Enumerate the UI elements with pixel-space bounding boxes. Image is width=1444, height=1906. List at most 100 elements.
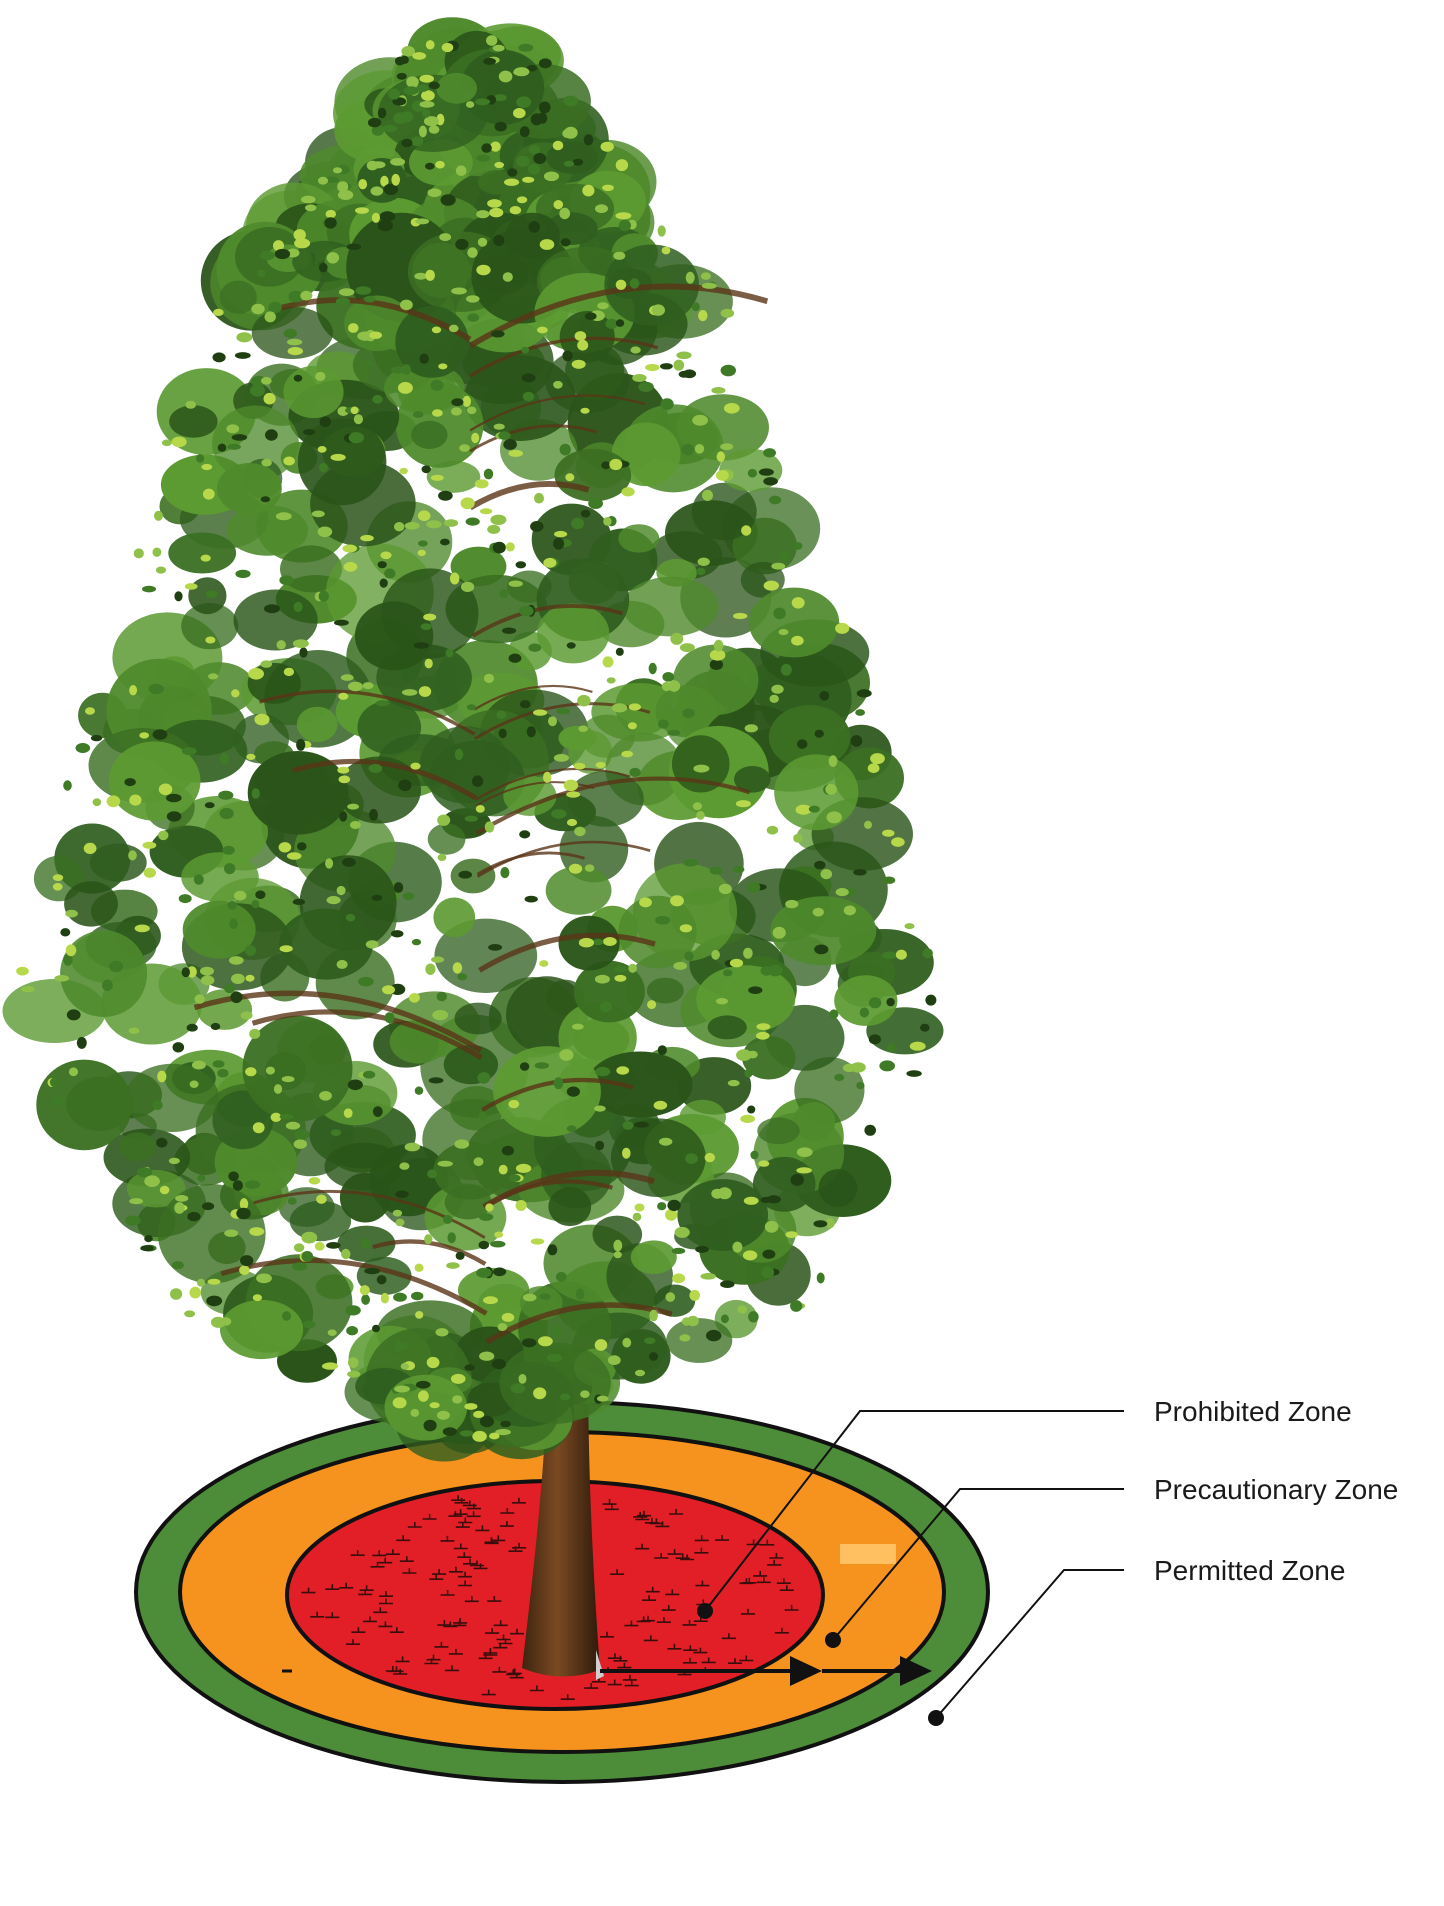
leaf	[887, 1043, 896, 1052]
leaf	[441, 194, 456, 206]
leaf	[425, 659, 433, 669]
leaf	[282, 1311, 291, 1320]
leaf	[857, 689, 872, 697]
leaf	[595, 204, 608, 213]
leaf	[378, 108, 386, 119]
leaf	[556, 1272, 567, 1282]
leaf	[395, 1191, 409, 1198]
leaf	[616, 159, 628, 171]
leaf	[476, 265, 490, 276]
leaf	[437, 815, 450, 826]
leaf	[491, 330, 505, 337]
leaf	[758, 1160, 769, 1166]
leaf	[294, 602, 303, 612]
leaf	[819, 691, 829, 701]
leaf	[361, 1238, 371, 1248]
leaf	[743, 1250, 757, 1260]
leaf	[438, 854, 447, 861]
leaf	[716, 998, 728, 1004]
leaf	[472, 775, 483, 787]
leaf	[680, 924, 692, 932]
leaf	[380, 579, 388, 588]
foliage-clump	[618, 524, 659, 552]
leaf	[493, 1267, 506, 1276]
leaf	[394, 882, 403, 893]
leaf	[443, 1427, 457, 1436]
leaf	[420, 354, 429, 364]
leaf	[294, 1139, 307, 1149]
leaf	[603, 517, 611, 526]
leaf	[393, 1397, 407, 1408]
leaf	[628, 722, 637, 729]
leaf	[499, 1165, 508, 1175]
leaf	[773, 927, 786, 939]
leaf	[294, 1243, 304, 1252]
leaf	[486, 35, 497, 46]
leaf	[560, 1394, 570, 1401]
leaf	[264, 604, 280, 613]
leaf	[301, 196, 316, 204]
permitted-zone-label: Permitted Zone	[1154, 1557, 1345, 1585]
leaf	[277, 640, 286, 649]
leaf	[540, 239, 555, 250]
leaf	[527, 726, 536, 737]
leaf	[781, 664, 792, 676]
leaf	[227, 901, 237, 910]
leaf	[519, 830, 530, 838]
leaf	[667, 1200, 680, 1211]
leaf	[208, 1279, 221, 1285]
leaf	[855, 709, 865, 716]
leaf	[698, 558, 710, 566]
leaf	[485, 821, 495, 832]
leaf	[172, 437, 187, 448]
leaf	[400, 300, 413, 311]
leaf	[554, 754, 569, 762]
leaf	[659, 1138, 672, 1146]
leaf	[796, 1167, 812, 1173]
permitted-leader-dot	[928, 1710, 944, 1726]
leaf	[179, 894, 192, 903]
leaf	[162, 440, 172, 447]
foliage-clump	[631, 1240, 677, 1274]
leaf	[461, 497, 475, 509]
foliage-clump	[433, 898, 475, 938]
leaf	[483, 1296, 498, 1304]
leaf	[732, 1242, 742, 1253]
leaf	[638, 382, 654, 392]
leaf	[679, 1334, 690, 1341]
leaf	[582, 185, 594, 197]
leaf	[326, 210, 336, 218]
leaf	[499, 729, 507, 739]
leaf	[770, 695, 779, 703]
leaf	[394, 522, 404, 531]
foliage-clump	[548, 1187, 591, 1226]
leaf	[372, 395, 382, 404]
leaf	[385, 1012, 395, 1023]
leaf	[282, 1076, 295, 1082]
leaf	[377, 1275, 387, 1284]
leaf	[301, 1232, 317, 1244]
leaf	[553, 538, 564, 550]
leaf	[584, 134, 594, 145]
leaf	[84, 843, 97, 854]
leaf	[326, 1242, 341, 1249]
leaf	[533, 153, 546, 164]
leaf	[166, 794, 182, 803]
leaf	[792, 597, 805, 608]
leaf	[197, 1279, 205, 1287]
leaf	[50, 1078, 59, 1088]
leaf	[473, 1411, 484, 1418]
leaf	[577, 695, 590, 707]
leaf	[220, 753, 229, 764]
leaf	[276, 512, 292, 520]
leaf	[836, 888, 849, 896]
leaf	[427, 1357, 440, 1368]
leaf	[200, 967, 214, 976]
leaf	[464, 1403, 477, 1410]
leaf	[684, 951, 693, 961]
leaf	[815, 730, 824, 738]
leaf	[187, 1212, 200, 1221]
leaf	[479, 1241, 490, 1250]
leaf	[144, 1175, 160, 1187]
